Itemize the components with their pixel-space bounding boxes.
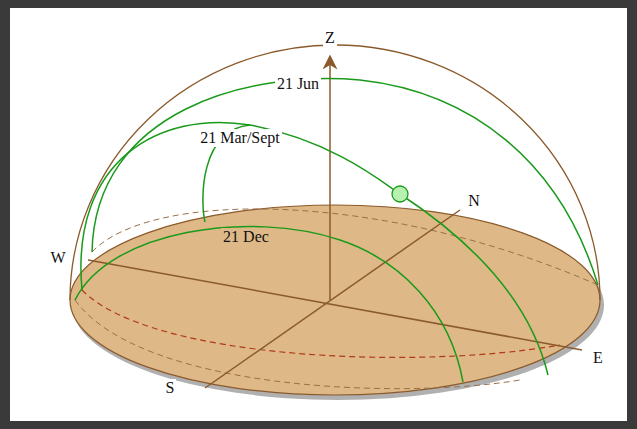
axis-or-date-label: N — [466, 192, 482, 210]
sky-dome — [70, 45, 600, 300]
axis-or-date-label: 21 Jun — [275, 75, 321, 93]
axis-or-date-label: W — [48, 249, 67, 267]
axis-or-date-label: Z — [323, 29, 337, 47]
equinox-path-below — [82, 290, 560, 357]
december-path — [75, 227, 463, 383]
axis-or-date-label: 21 Dec — [221, 228, 271, 246]
background — [10, 8, 627, 421]
axis-or-date-label: E — [591, 349, 605, 367]
december-path-below — [75, 300, 520, 389]
june-path — [92, 79, 598, 285]
equinox-path — [81, 122, 548, 375]
sun — [392, 186, 408, 202]
west-east-axis — [88, 260, 582, 350]
axis-or-date-label: S — [164, 379, 177, 397]
ground-disc — [70, 205, 600, 395]
north-south-axis — [205, 210, 460, 388]
june-path-below — [92, 209, 598, 285]
zenith-axis — [329, 62, 331, 300]
axis-or-date-label: 21 Mar/Sept — [198, 129, 282, 147]
